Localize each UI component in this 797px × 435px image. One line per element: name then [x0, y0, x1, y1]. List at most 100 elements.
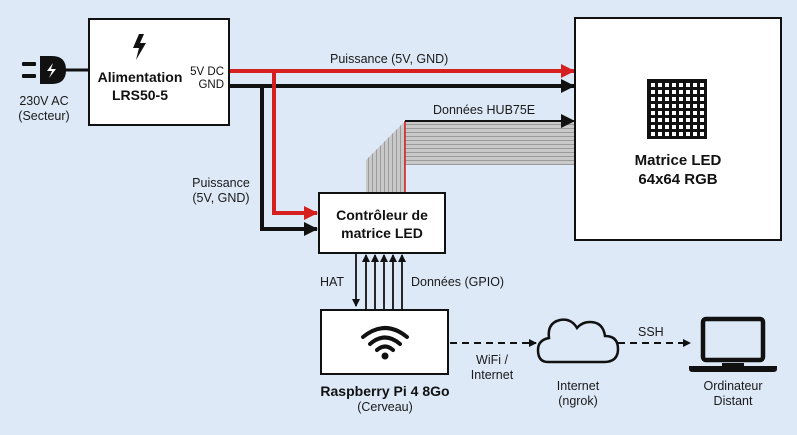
raspberry-pi-subtitle: (Cerveau)	[357, 400, 413, 414]
led-dot	[672, 104, 676, 108]
led-dot	[665, 125, 669, 129]
led-dot	[700, 97, 704, 101]
controller-title: Contrôleur de matrice LED	[320, 206, 444, 242]
led-dot	[658, 111, 662, 115]
led-dot	[665, 132, 669, 136]
led-matrix-title: Matrice LED 64x64 RGB	[576, 151, 780, 189]
internet-label-line1: Internet	[556, 379, 600, 393]
led-dot	[693, 90, 697, 94]
led-dot	[658, 97, 662, 101]
led-dot	[672, 97, 676, 101]
led-dot	[651, 132, 655, 136]
internet-label-line2: (ngrok)	[558, 394, 598, 408]
led-dot	[672, 83, 676, 87]
raspberry-pi-title: Raspberry Pi 4 8Go	[320, 383, 450, 399]
led-dot	[672, 111, 676, 115]
led-dot	[665, 97, 669, 101]
power-supply-ports: 5V DC GND	[190, 66, 224, 92]
power-supply-box: Alimentation LRS50-5 5V DC GND	[88, 18, 230, 126]
gpio-arrows	[362, 254, 406, 309]
led-dot	[672, 125, 676, 129]
led-dot	[686, 104, 690, 108]
led-dot	[672, 118, 676, 122]
wifi-label-line1: WiFi /	[476, 353, 508, 367]
led-dot	[679, 83, 683, 87]
led-dot	[686, 97, 690, 101]
led-dot	[651, 111, 655, 115]
wifi-label: WiFi / Internet	[462, 353, 522, 383]
led-matrix-spec: 64x64 RGB	[638, 171, 718, 188]
led-dot	[700, 83, 704, 87]
led-dot	[686, 90, 690, 94]
led-dot	[651, 90, 655, 94]
power-supply-model: LRS50-5	[111, 87, 169, 103]
wifi-label-line2: Internet	[470, 368, 514, 382]
led-dot	[700, 111, 704, 115]
led-matrix-box: Matrice LED 64x64 RGB	[574, 17, 782, 241]
power-to-controller-label: Puissance (5V, GND)	[184, 176, 258, 206]
led-dot	[679, 104, 683, 108]
led-dot	[679, 97, 683, 101]
led-dot	[700, 104, 704, 108]
remote-computer-label-line1: Ordinateur	[703, 379, 763, 393]
ribbon-vertical	[366, 121, 405, 192]
led-dot	[679, 132, 683, 136]
power-plug-icon	[22, 56, 66, 84]
led-dot	[658, 132, 662, 136]
led-dot	[693, 111, 697, 115]
plug-source: (Secteur)	[18, 109, 70, 123]
power-line-gnd-to-controller	[260, 86, 318, 236]
led-dot	[693, 83, 697, 87]
power-to-controller-label-line2: (5V, GND)	[192, 191, 250, 205]
hat-label: HAT	[320, 275, 345, 289]
led-dot	[665, 118, 669, 122]
led-dot	[700, 125, 704, 129]
led-dot	[693, 118, 697, 122]
led-dot	[686, 118, 690, 122]
power-supply-name: Alimentation	[97, 69, 183, 85]
cloud-icon	[536, 318, 620, 364]
hub75e-label: Données HUB75E	[433, 103, 536, 117]
led-dot	[658, 83, 662, 87]
led-dot	[665, 83, 669, 87]
led-dot	[672, 90, 676, 94]
led-dot	[686, 125, 690, 129]
lightning-bolt-icon	[133, 34, 146, 60]
led-dot	[651, 104, 655, 108]
plug-label: 230V AC (Secteur)	[14, 94, 74, 124]
remote-computer-label-line2: Distant	[713, 394, 753, 408]
gpio-label: Données (GPIO)	[411, 275, 505, 289]
led-dot	[679, 111, 683, 115]
led-dot	[658, 118, 662, 122]
raspberry-pi-label: Raspberry Pi 4 8Go (Cerveau)	[300, 382, 470, 415]
led-dot	[658, 104, 662, 108]
power-to-matrix-label: Puissance (5V, GND)	[330, 52, 449, 66]
led-matrix-name: Matrice LED	[634, 152, 722, 169]
port-5v-label: 5V DC	[190, 66, 224, 78]
remote-computer-label: Ordinateur Distant	[698, 379, 768, 409]
led-dot	[686, 83, 690, 87]
led-dot	[651, 118, 655, 122]
led-dot	[672, 132, 676, 136]
led-dot	[658, 90, 662, 94]
led-dot	[665, 111, 669, 115]
controller-title-line1: Contrôleur de	[336, 207, 428, 223]
wifi-icon	[361, 326, 409, 360]
led-dot	[679, 118, 683, 122]
plug-voltage: 230V AC	[19, 94, 69, 108]
controller-box: Contrôleur de matrice LED	[318, 192, 446, 254]
led-dot	[686, 111, 690, 115]
led-dot	[665, 90, 669, 94]
raspberry-pi-box	[320, 309, 449, 375]
led-dot	[693, 97, 697, 101]
led-dot	[665, 104, 669, 108]
internet-label: Internet (ngrok)	[548, 379, 608, 409]
led-dot	[651, 125, 655, 129]
laptop-icon	[689, 316, 777, 372]
led-dot	[686, 132, 690, 136]
ribbon-cable-hub75e	[366, 114, 575, 192]
power-supply-title: Alimentation LRS50-5	[92, 68, 188, 104]
controller-title-line2: matrice LED	[341, 225, 423, 241]
ssh-label: SSH	[638, 325, 664, 339]
